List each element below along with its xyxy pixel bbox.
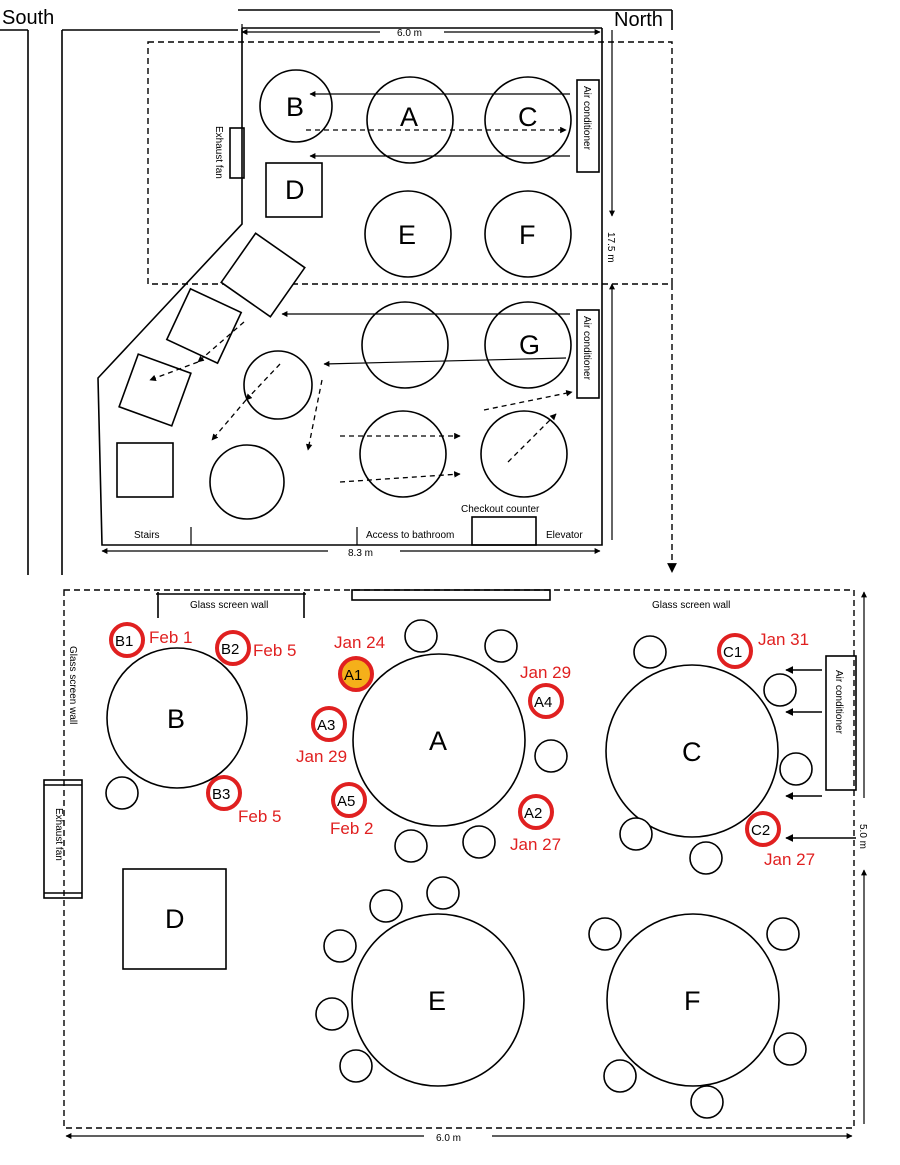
detail-plan: Glass screen wall Glass screen wall Glas… [43, 589, 868, 1144]
detail-width-dimension: 6.0 m [436, 1133, 461, 1144]
zoom-region-rectangle [147, 41, 673, 285]
case-b2-id: B2 [221, 641, 239, 658]
case-c2-date: Jan 27 [764, 850, 815, 869]
case-c1: C1 Jan 31 [717, 630, 809, 669]
case-a2-date: Jan 27 [510, 835, 561, 854]
case-b1-date: Feb 1 [149, 628, 192, 647]
case-a2: A2 Jan 27 [510, 794, 561, 854]
top-width-dimension: 6.0 m [397, 28, 422, 39]
case-a2-id: A2 [524, 805, 542, 822]
top-length-dimension: 17.5 m [605, 232, 616, 263]
case-a4-id: A4 [534, 694, 552, 711]
case-a3-date: Jan 29 [296, 747, 347, 766]
top-table-b-label: B [286, 92, 304, 122]
top-plan: 6.0 m 17.5 m 8.3 m Exhaust fan Air condi… [97, 24, 677, 573]
detail-table-f-label: F [684, 986, 701, 1016]
top-checkout-label: Checkout counter [461, 504, 540, 515]
detail-table-b-label: B [167, 704, 185, 734]
case-a4-date: Jan 29 [520, 663, 571, 682]
top-table-f-label: F [519, 220, 536, 250]
case-a1-id: A1 [344, 667, 362, 684]
case-a5-id: A5 [337, 793, 355, 810]
detail-table-a-label: A [429, 726, 447, 756]
case-c2-id: C2 [751, 822, 770, 839]
case-a3: A3 Jan 29 [296, 706, 347, 766]
top-air-conditioner-2-label: Air conditioner [581, 316, 592, 381]
top-table-a-label: A [400, 102, 418, 132]
detail-air-conditioner-label: Air conditioner [833, 670, 844, 735]
case-c2: C2 Jan 27 [745, 811, 815, 869]
case-b2: B2 Feb 5 [215, 630, 296, 666]
detail-table-d-label: D [165, 904, 185, 934]
compass-south-label: South [2, 7, 54, 29]
top-table-d-label: D [285, 175, 305, 205]
detail-table-c-label: C [682, 737, 702, 767]
street-lines [0, 9, 673, 575]
case-b3-id: B3 [212, 786, 230, 803]
top-stairs-label: Stairs [134, 530, 160, 541]
glass-wall-top-right-label: Glass screen wall [652, 600, 730, 611]
glass-wall-left-label: Glass screen wall [67, 646, 78, 724]
case-a3-id: A3 [317, 717, 335, 734]
top-plan-outline [97, 28, 603, 546]
case-b3: B3 Feb 5 [206, 775, 281, 826]
glass-wall-top-left-label: Glass screen wall [190, 600, 268, 611]
top-table-c-label: C [518, 102, 538, 132]
case-b1-id: B1 [115, 633, 133, 650]
compass-north-label: North [614, 9, 663, 31]
case-a5-date: Feb 2 [330, 819, 373, 838]
case-b1: B1 Feb 1 [109, 622, 192, 658]
case-c1-date: Jan 31 [758, 630, 809, 649]
top-table-g-label: G [519, 330, 540, 360]
top-elevator-label: Elevator [546, 530, 583, 541]
top-exhaust-fan-label: Exhaust fan [213, 126, 224, 179]
case-c1-id: C1 [723, 644, 742, 661]
top-table-e-label: E [398, 220, 416, 250]
detail-height-dimension: 5.0 m [857, 824, 868, 849]
top-bathroom-label: Access to bathroom [366, 530, 454, 541]
case-a4: A4 Jan 29 [520, 663, 571, 719]
case-b2-date: Feb 5 [253, 641, 296, 660]
top-bottom-dimension: 8.3 m [348, 548, 373, 559]
case-a5: A5 Feb 2 [330, 782, 373, 838]
case-b3-date: Feb 5 [238, 807, 281, 826]
case-a1-date: Jan 24 [334, 633, 385, 652]
top-air-conditioner-1-label: Air conditioner [581, 86, 592, 151]
detail-table-e-label: E [428, 986, 446, 1016]
case-a1-index: A1 Jan 24 [334, 633, 385, 692]
detail-exhaust-fan-label: Exhaust fan [53, 808, 64, 861]
